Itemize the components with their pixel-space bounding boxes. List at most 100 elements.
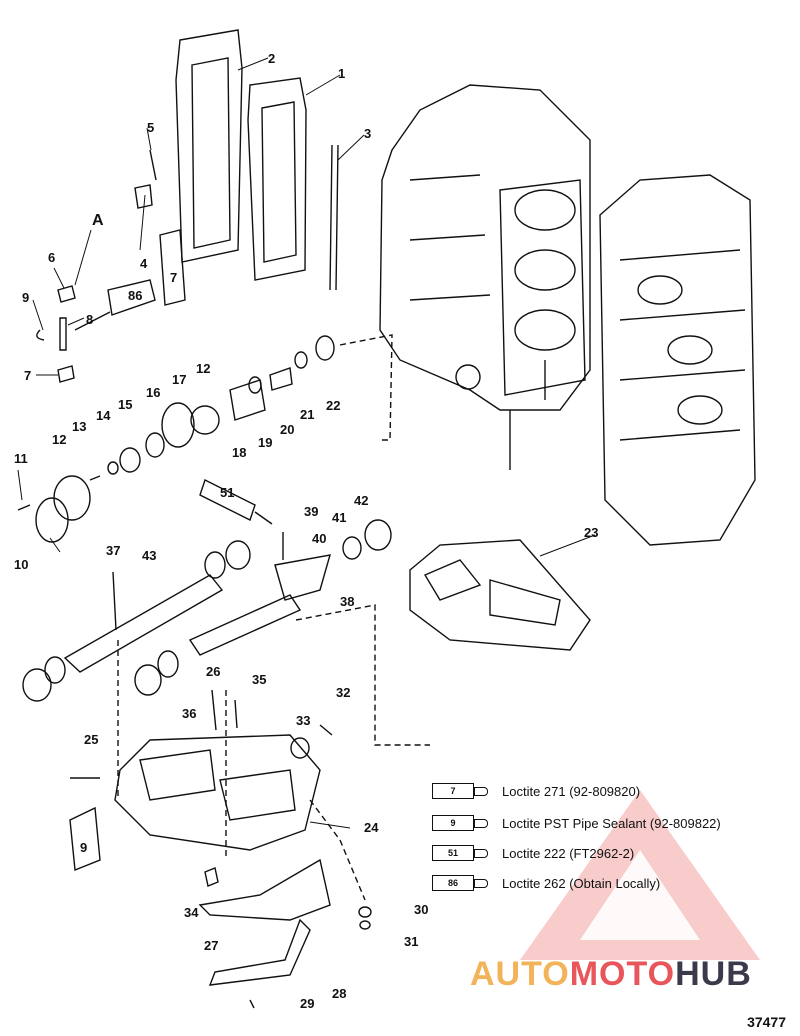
washer-19 xyxy=(248,376,262,394)
legend-text: Loctite 222 (FT2962-2) xyxy=(502,845,635,861)
arm-40 xyxy=(274,554,331,601)
plug-33 xyxy=(290,737,310,759)
diaphragm-15 xyxy=(119,447,141,473)
callout: 26 xyxy=(206,664,220,679)
callout: 15 xyxy=(118,397,132,412)
screw-13 xyxy=(89,475,101,481)
callout: 12 xyxy=(52,432,66,447)
callout: 8 xyxy=(86,312,93,327)
legend-row: 51 Loctite 222 (FT2962-2) xyxy=(432,842,634,864)
tube-code: 9 xyxy=(432,815,474,831)
tube-label-51: 51 xyxy=(220,485,234,500)
legend-text: Loctite 271 (92-809820) xyxy=(502,783,641,799)
gasket-12-upper xyxy=(190,405,220,435)
callout: 27 xyxy=(204,938,218,953)
bushing-42 xyxy=(364,519,392,551)
callout: 10 xyxy=(14,557,28,572)
fitting-20 xyxy=(269,367,293,391)
callout: 40 xyxy=(312,531,326,546)
fitting-6 xyxy=(57,285,76,303)
washer-16 xyxy=(145,432,165,458)
hose-3 xyxy=(329,144,339,291)
callout: 29 xyxy=(300,996,314,1011)
watermark-logo: AUTOMOTOHUB xyxy=(470,955,752,994)
screw-29 xyxy=(249,999,255,1009)
tube-7-top xyxy=(159,229,186,306)
screw-35 xyxy=(234,699,238,729)
tube-86 xyxy=(74,279,156,331)
callout: 12 xyxy=(196,361,210,376)
fitting-7 xyxy=(57,365,75,383)
figure-number: 37477 xyxy=(747,1014,786,1030)
shaft-43 xyxy=(22,540,251,702)
legend-row: 7 Loctite 271 (92-809820) xyxy=(432,780,640,802)
callout: 13 xyxy=(72,419,86,434)
callout: 7 xyxy=(24,368,31,383)
callout: 35 xyxy=(252,672,266,687)
tube-icon: 7 xyxy=(432,783,488,799)
screw-36 xyxy=(211,689,217,731)
leader-dashed-22 xyxy=(339,334,393,441)
leader-lines xyxy=(17,57,596,829)
bolt-5 xyxy=(149,149,157,181)
legend-text: Loctite 262 (Obtain Locally) xyxy=(502,875,661,891)
callout: 36 xyxy=(182,706,196,721)
callout: 25 xyxy=(84,732,98,747)
washer-14 xyxy=(107,461,119,475)
bracket-4 xyxy=(134,184,153,209)
legend-text: Loctite PST Pipe Sealant (92-809822) xyxy=(502,815,721,831)
callout: 21 xyxy=(300,407,314,422)
seal-21 xyxy=(294,351,308,369)
watermark-triangle xyxy=(520,790,760,960)
gasket-12-lower xyxy=(53,475,91,521)
arm-38 xyxy=(134,594,302,696)
callout: 23 xyxy=(584,525,598,540)
callout: 30 xyxy=(414,902,428,917)
tube-label-7: 7 xyxy=(170,270,177,285)
screw-37 xyxy=(112,571,117,631)
callout: 11 xyxy=(14,451,28,466)
valve-22 xyxy=(315,335,335,361)
callout: 19 xyxy=(258,435,272,450)
tube-icon: 9 xyxy=(432,815,488,831)
screw-11 xyxy=(17,504,31,511)
crankcase-cover xyxy=(599,174,756,546)
callout: 4 xyxy=(140,256,148,271)
callout: 6 xyxy=(48,250,55,265)
washer-30 xyxy=(358,906,372,918)
tube-code: 51 xyxy=(432,845,474,861)
callout: 41 xyxy=(332,510,346,525)
callout: 28 xyxy=(332,986,346,1001)
nut-31 xyxy=(359,920,371,930)
adapter-plate-24 xyxy=(114,734,321,851)
gasket-2 xyxy=(175,29,243,263)
spring-18 xyxy=(229,379,266,421)
callout: 42 xyxy=(354,493,368,508)
callout: 34 xyxy=(184,905,199,920)
bracket-28 xyxy=(208,918,311,986)
tube-label-86: 86 xyxy=(128,288,142,303)
fitting-32 xyxy=(319,724,333,736)
callout: 22 xyxy=(326,398,340,413)
tube-label-9: 9 xyxy=(80,840,87,855)
cover-10 xyxy=(35,497,69,543)
legend-row: 9 Loctite PST Pipe Sealant (92-809822) xyxy=(432,812,721,834)
callout: 18 xyxy=(232,445,246,460)
callout: 3 xyxy=(364,126,371,141)
watermark-part: AUTO xyxy=(470,955,570,993)
tube-51 xyxy=(199,479,273,525)
tube-icon: 86 xyxy=(432,875,488,891)
callout: 43 xyxy=(142,548,156,563)
gasket-23 xyxy=(409,539,591,651)
pin-8 xyxy=(59,317,67,351)
grommet-34 xyxy=(204,867,219,887)
bracket-27 xyxy=(198,858,331,921)
callout: 33 xyxy=(296,713,310,728)
callout: 1 xyxy=(338,66,345,81)
watermark-part: HUB xyxy=(675,955,752,993)
callout: 24 xyxy=(364,820,379,835)
callout: 2 xyxy=(268,51,275,66)
callout: 32 xyxy=(336,685,350,700)
alignment-lines xyxy=(117,604,430,901)
